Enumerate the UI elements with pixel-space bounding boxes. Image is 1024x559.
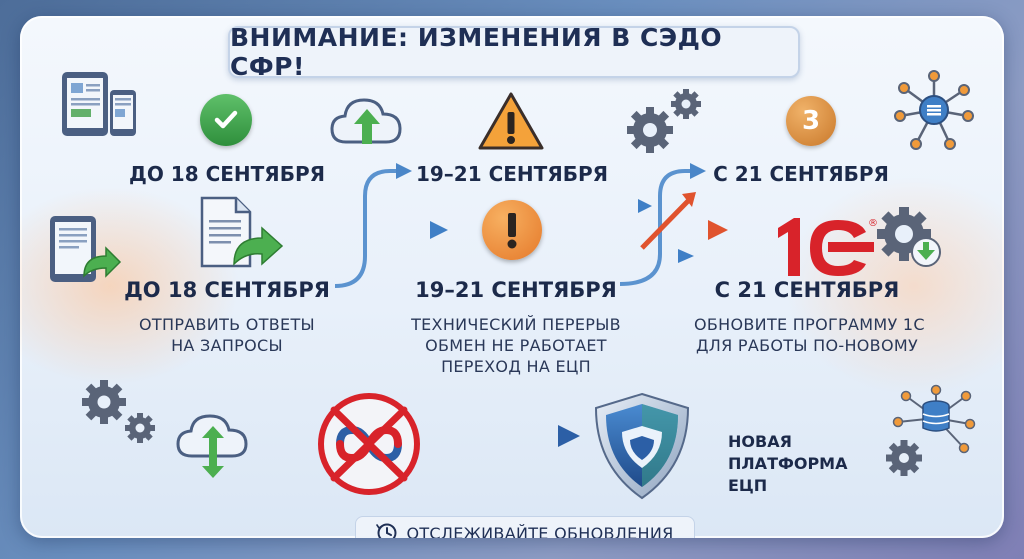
cloud-upload-icon [330,98,402,144]
platform-line2: ПЛАТФОРМА [728,454,848,473]
mid-step1-date: ДО 18 СЕНТЯБРЯ [124,278,330,302]
network-hub-icon [894,70,974,150]
platform-line1: НОВАЯ [728,432,792,451]
page-title: ВНИМАНИЕ: ИЗМЕНЕНИЯ В СЭДО СФР! [230,23,723,81]
top-step2-date: 19–21 СЕНТЯБРЯ [415,162,609,186]
document-send-icon [200,196,284,268]
step2-description: ТЕХНИЧЕСКИЙ ПЕРЕРЫВ ОБМЕН НЕ РАБОТАЕТ ПЕ… [404,314,628,377]
cloud-sync-icon [176,414,248,478]
step2-line2: ОБМЕН НЕ РАБОТАЕТ [425,336,607,355]
check-icon [200,94,252,146]
top-step1-date: ДО 18 СЕНТЯБРЯ [129,162,325,186]
top-step3-date: С 21 СЕНТЯБРЯ [713,162,889,186]
step-three-number: 3 [801,106,821,136]
step3-description: ОБНОВИТЕ ПРОГРАММУ 1С ДЛЯ РАБОТЫ ПО-НОВО… [694,314,925,356]
tablet-share-icon [50,216,122,282]
flow-arrows [300,163,728,447]
gear-download-icon [877,207,941,267]
database-network-icon [886,384,976,476]
footer-label: ОТСЛЕЖИВАЙТЕ ОБНОВЛЕНИЯ [406,523,674,539]
exclamation-icon [482,200,542,260]
step1-line2: НА ЗАПРОСЫ [171,336,283,355]
infographic-card: ВНИМАНИЕ: ИЗМЕНЕНИЯ В СЭДО СФР! [20,16,1004,538]
tablet-phone-icon [62,72,136,136]
step3-line1: ОБНОВИТЕ ПРОГРАММУ 1С [694,315,925,334]
registered-mark: ® [868,218,878,229]
step2-line3: ПЕРЕХОД НА ЕЦП [441,357,591,376]
step1-line1: ОТПРАВИТЬ ОТВЕТЫ [139,315,315,334]
step2-line1: ТЕХНИЧЕСКИЙ ПЕРЕРЫВ [411,315,621,334]
warning-triangle-icon [478,92,544,150]
new-platform-label: НОВАЯ ПЛАТФОРМА ЕЦП [728,431,847,497]
mid-step3-date: С 21 СЕНТЯБРЯ [714,278,900,302]
clock-icon [376,523,397,538]
mid-step2-date: 19–21 СЕНТЯБРЯ [415,278,617,302]
step-three-badge: 3 [786,96,836,146]
glow-right [784,176,1004,396]
logo-1c: ® [778,218,878,276]
step1-description: ОТПРАВИТЬ ОТВЕТЫ НА ЗАПРОСЫ [116,314,338,356]
old-platform-crossed-icon [318,393,420,495]
shield-icon [594,392,690,500]
gears-bottom-icon [82,380,155,443]
title-banner: ВНИМАНИЕ: ИЗМЕНЕНИЯ В СЭДО СФР! [228,23,800,81]
footer-banner: ОТСЛЕЖИВАЙТЕ ОБНОВЛЕНИЯ [355,516,695,538]
gears-icon [627,89,701,153]
platform-line3: ЕЦП [728,476,768,495]
step3-line2: ДЛЯ РАБОТЫ ПО-НОВОМУ [695,336,919,355]
